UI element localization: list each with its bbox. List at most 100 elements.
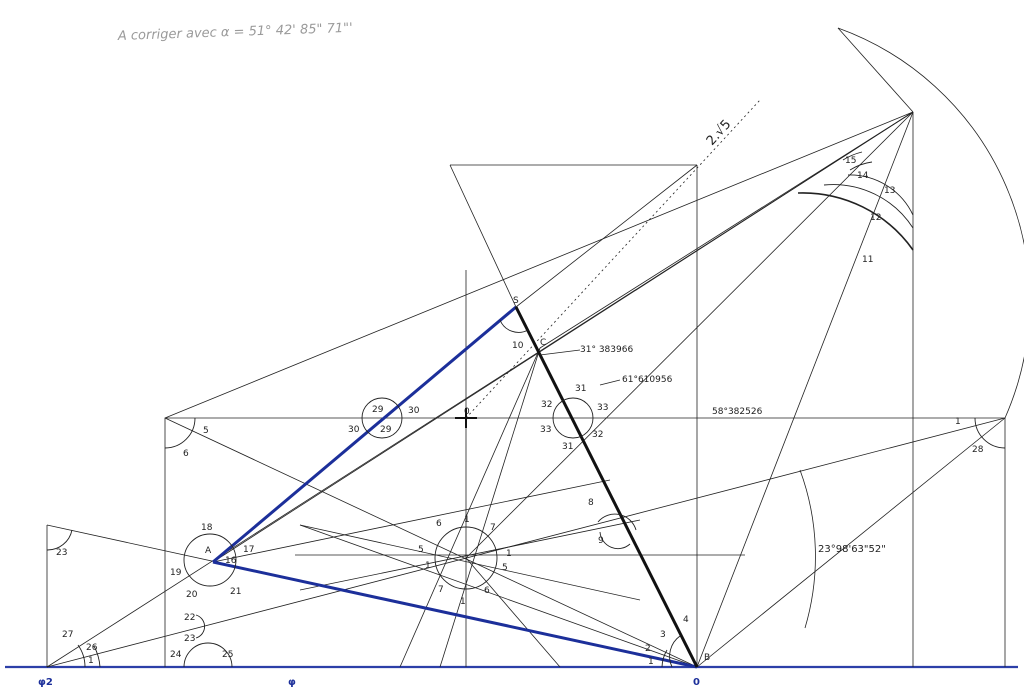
label-14: 14 (857, 171, 869, 181)
top-inverted-triangle (449, 164, 698, 308)
ray-apex-1 (164, 111, 914, 419)
label-1-a: 1 (88, 656, 94, 666)
label-19: 19 (170, 568, 182, 578)
label-9: 9 (598, 536, 604, 546)
label-5-b: 5 (418, 545, 424, 555)
arc-6 (164, 417, 196, 449)
arc-15 (842, 151, 863, 161)
point-s: S (513, 296, 519, 306)
label-13: 13 (884, 186, 895, 196)
angle-label-2: 61°610956 (622, 375, 673, 385)
circle-center (434, 526, 498, 590)
label-3: 3 (660, 630, 666, 640)
label-33-a: 33 (597, 403, 608, 413)
label-4: 4 (683, 615, 689, 625)
ray-apex-5 (696, 111, 914, 668)
label-33-b: 33 (540, 425, 551, 435)
label-5-a: 5 (203, 426, 209, 436)
label-2: 2 (645, 644, 651, 654)
label-7-b: 7 (438, 585, 444, 595)
label-12: 12 (870, 213, 881, 223)
label-1-b: 1 (464, 515, 470, 525)
label-21: 21 (230, 587, 241, 597)
arc-12 (823, 184, 914, 229)
line-54 (465, 557, 561, 668)
base-phi: φ (288, 677, 296, 688)
arc-28 (974, 417, 1006, 449)
label-32-b: 32 (592, 430, 603, 440)
label-20: 20 (186, 590, 198, 600)
ray-apex-4 (465, 111, 914, 559)
label-31-a: 31 (575, 384, 586, 394)
line-b-1 (164, 417, 698, 668)
pencil-note: A corriger avec α = 51° 42' 85" 71"' (117, 21, 353, 44)
arc-26 (93, 645, 101, 668)
leader-a2 (599, 379, 621, 386)
line-53 (399, 347, 541, 668)
ray-apex-6 (539, 111, 914, 349)
base-phi2: φ2 (38, 677, 53, 688)
arc-22 (195, 614, 205, 639)
label-23-a: 23 (56, 548, 67, 558)
left-frame (164, 417, 1005, 667)
label-26: 26 (86, 643, 98, 653)
point-c: C (540, 338, 546, 348)
label-30-b: 30 (348, 425, 360, 435)
angle-label-3: 58°382526 (712, 407, 763, 417)
label-15: 15 (845, 156, 856, 166)
ray-apex-3 (212, 111, 914, 563)
label-1-e: 1 (460, 597, 466, 607)
label-1-c: 1 (425, 561, 431, 571)
arc-s-10 (499, 319, 529, 333)
label-31-b: 31 (562, 442, 573, 452)
side-s-a (212, 305, 517, 564)
line-49 (46, 417, 1006, 668)
point-b: B (704, 653, 710, 663)
center-o: 0 (464, 407, 470, 417)
base-zero: 0 (693, 677, 700, 688)
label-23-b: 23 (184, 634, 195, 644)
outer-arc (837, 27, 1024, 419)
label-28: 28 (972, 445, 984, 455)
label-10: 10 (512, 341, 524, 351)
dashed-diagonal (465, 99, 761, 419)
label-16: 16 (225, 556, 237, 566)
label-29-a: 29 (372, 405, 384, 415)
arc-13 (847, 174, 914, 216)
wedge-left-edge (837, 27, 914, 113)
label-30-a: 30 (408, 406, 420, 416)
label-17: 17 (243, 545, 254, 555)
point-a: A (205, 546, 212, 556)
label-27: 27 (62, 630, 73, 640)
label-6-b: 6 (436, 519, 442, 529)
angle-label-1: 31° 383966 (580, 345, 633, 355)
label-1-d: 1 (506, 549, 512, 559)
line-b-3 (696, 417, 1006, 668)
label-5-c: 5 (502, 563, 508, 573)
line-52 (299, 519, 641, 591)
label-8: 8 (588, 498, 594, 508)
circle-a (183, 533, 237, 587)
leader-a1 (539, 349, 581, 356)
angle-label-4: 23°98'63"52" (818, 544, 886, 555)
label-7-a: 7 (490, 523, 496, 533)
sqrt-label: 2.√5 (704, 117, 735, 149)
label-22: 22 (184, 613, 195, 623)
label-1-f: 1 (648, 657, 654, 667)
side-s-b (514, 306, 699, 668)
label-32-a: 32 (541, 400, 552, 410)
label-11: 11 (862, 255, 873, 265)
arc-23 (46, 529, 73, 551)
label-29-b: 29 (380, 425, 392, 435)
circle-31 (552, 397, 594, 439)
label-6-c: 6 (484, 586, 490, 596)
line-57 (439, 347, 541, 668)
arc-b-3 (661, 649, 668, 668)
arc-27 (77, 644, 86, 668)
right-arc-sector (799, 469, 816, 629)
label-18: 18 (201, 523, 213, 533)
side-a-b (212, 560, 698, 669)
label-1-g: 1 (955, 417, 961, 427)
arc-9 (599, 531, 631, 550)
